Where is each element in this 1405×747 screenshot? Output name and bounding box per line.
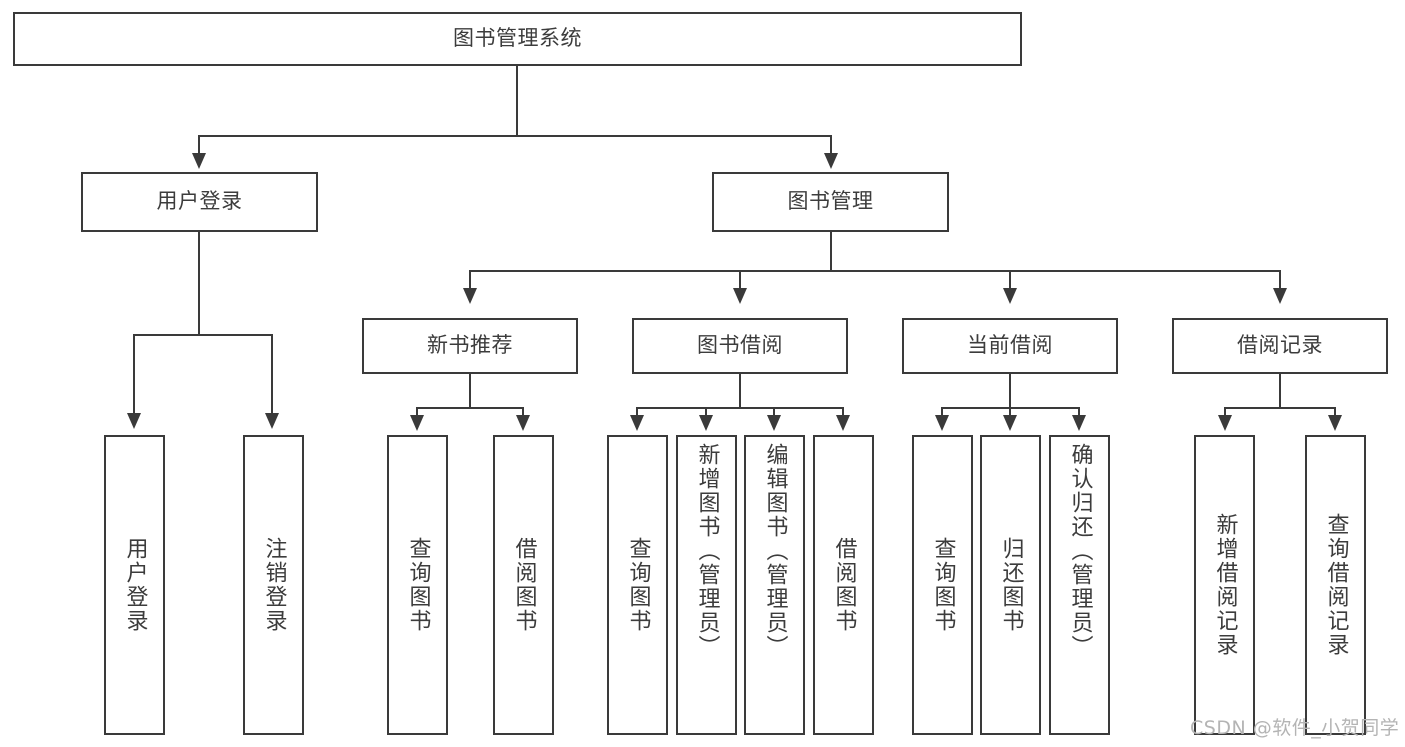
connector-current-borrow-to-leaf-2	[1078, 407, 1080, 417]
connector-borrow-record-to-leaf-1	[1334, 407, 1336, 417]
connector-book-mgmt-to-borrow-record	[1279, 270, 1281, 290]
node-new-book-recommend[interactable]: 新书推荐	[362, 318, 578, 374]
connector-book-mgmt-bus	[469, 270, 1281, 272]
node-label: 编辑图书（管理员）	[762, 443, 788, 659]
node-borrow-record[interactable]: 借阅记录	[1172, 318, 1388, 374]
node-book-borrow[interactable]: 图书借阅	[632, 318, 848, 374]
connector-book-borrow-to-leaf-0	[636, 407, 638, 417]
arrowhead-new-book-to-leaf-1	[516, 415, 530, 431]
arrowhead-book-borrow-to-leaf-2	[767, 415, 781, 431]
arrowhead-borrow-record-to-leaf-0	[1218, 415, 1232, 431]
node-label: 图书借阅	[697, 333, 783, 358]
watermark-text: CSDN @软件_小贺同学	[1190, 717, 1400, 739]
leaf-current-borrow-1[interactable]: 归还图书	[980, 435, 1041, 735]
arrowhead-current-borrow-to-leaf-2	[1072, 415, 1086, 431]
node-label: 新书推荐	[427, 333, 513, 358]
connector-user-login-bus	[133, 334, 271, 336]
leaf-current-borrow-2[interactable]: 确认归还（管理员）	[1049, 435, 1110, 735]
leaf-new-book-0[interactable]: 查询图书	[387, 435, 448, 735]
arrowhead-book-borrow-to-leaf-1	[699, 415, 713, 431]
connector-user-login-to-leaf-1	[271, 334, 273, 415]
node-label: 归还图书	[998, 537, 1024, 633]
node-label: 查询图书	[625, 537, 651, 633]
node-label: 图书管理	[787, 189, 874, 214]
connector-borrow-record-bus	[1224, 407, 1336, 409]
connector-book-mgmt-to-current-borrow	[1009, 270, 1011, 290]
arrowhead-book-mgmt-to-book-borrow	[733, 288, 747, 304]
connector-root-bus	[198, 135, 832, 137]
arrowhead-new-book-to-leaf-0	[410, 415, 424, 431]
connector-new-book-bus	[416, 407, 524, 409]
leaf-book-borrow-2[interactable]: 编辑图书（管理员）	[744, 435, 805, 735]
node-label: 新增借阅记录	[1212, 513, 1238, 657]
leaf-borrow-record-1[interactable]: 查询借阅记录	[1305, 435, 1366, 735]
node-label: 用户登录	[156, 189, 243, 214]
leaf-new-book-1[interactable]: 借阅图书	[493, 435, 554, 735]
connector-new-book-to-leaf-0	[416, 407, 418, 417]
leaf-book-borrow-3[interactable]: 借阅图书	[813, 435, 874, 735]
connector-borrow-record-to-leaf-0	[1224, 407, 1226, 417]
node-root-system[interactable]: 图书管理系统	[13, 12, 1022, 66]
connector-book-borrow-stem	[739, 374, 741, 408]
arrowhead-book-mgmt-to-borrow-record	[1273, 288, 1287, 304]
connector-current-borrow-to-leaf-1	[1009, 407, 1011, 417]
connector-root-stem	[516, 66, 518, 136]
node-user-login[interactable]: 用户登录	[81, 172, 318, 232]
arrowhead-book-borrow-to-leaf-0	[630, 415, 644, 431]
arrowhead-current-borrow-to-leaf-1	[1003, 415, 1017, 431]
node-label: 注销登录	[261, 537, 287, 633]
connector-book-mgmt-stem	[830, 232, 832, 271]
leaf-user-login-0[interactable]: 用户登录	[104, 435, 165, 735]
arrowhead-borrow-record-to-leaf-1	[1328, 415, 1342, 431]
connector-book-borrow-to-leaf-3	[842, 407, 844, 417]
node-label: 新增图书（管理员）	[694, 443, 720, 659]
connector-book-borrow-to-leaf-2	[773, 407, 775, 417]
arrowhead-user-login-to-leaf-0	[127, 413, 141, 429]
leaf-user-login-1[interactable]: 注销登录	[243, 435, 304, 735]
connector-book-mgmt-to-book-borrow	[739, 270, 741, 290]
connector-book-mgmt-to-new-book	[469, 270, 471, 290]
node-label: 用户登录	[122, 537, 148, 633]
arrowhead-root-to-user-login	[192, 153, 206, 169]
arrowhead-user-login-to-leaf-1	[265, 413, 279, 429]
node-label: 图书管理系统	[453, 26, 582, 51]
arrowhead-book-borrow-to-leaf-3	[836, 415, 850, 431]
node-label: 查询图书	[930, 537, 956, 633]
leaf-borrow-record-0[interactable]: 新增借阅记录	[1194, 435, 1255, 735]
leaf-book-borrow-0[interactable]: 查询图书	[607, 435, 668, 735]
node-current-borrow[interactable]: 当前借阅	[902, 318, 1118, 374]
leaf-book-borrow-1[interactable]: 新增图书（管理员）	[676, 435, 737, 735]
node-book-management[interactable]: 图书管理	[712, 172, 949, 232]
connector-current-borrow-to-leaf-0	[941, 407, 943, 417]
node-label: 查询借阅记录	[1323, 513, 1349, 657]
node-label: 查询图书	[405, 537, 431, 633]
connector-new-book-stem	[469, 374, 471, 408]
connector-root-to-book-mgmt	[830, 135, 832, 155]
connector-borrow-record-stem	[1279, 374, 1281, 408]
connector-new-book-to-leaf-1	[522, 407, 524, 417]
arrowhead-root-to-book-mgmt	[824, 153, 838, 169]
node-label: 当前借阅	[967, 333, 1053, 358]
node-label: 借阅图书	[511, 537, 537, 633]
arrowhead-current-borrow-to-leaf-0	[935, 415, 949, 431]
connector-book-borrow-to-leaf-1	[705, 407, 707, 417]
connector-book-borrow-bus	[636, 407, 843, 409]
connector-root-to-user-login	[198, 135, 200, 155]
arrowhead-book-mgmt-to-new-book	[463, 288, 477, 304]
leaf-current-borrow-0[interactable]: 查询图书	[912, 435, 973, 735]
connector-user-login-stem	[198, 232, 200, 335]
connector-user-login-to-leaf-0	[133, 334, 135, 415]
node-label: 借阅图书	[831, 537, 857, 633]
node-label: 确认归还（管理员）	[1067, 443, 1093, 659]
node-label: 借阅记录	[1237, 333, 1323, 358]
connector-current-borrow-stem	[1009, 374, 1011, 408]
arrowhead-book-mgmt-to-current-borrow	[1003, 288, 1017, 304]
